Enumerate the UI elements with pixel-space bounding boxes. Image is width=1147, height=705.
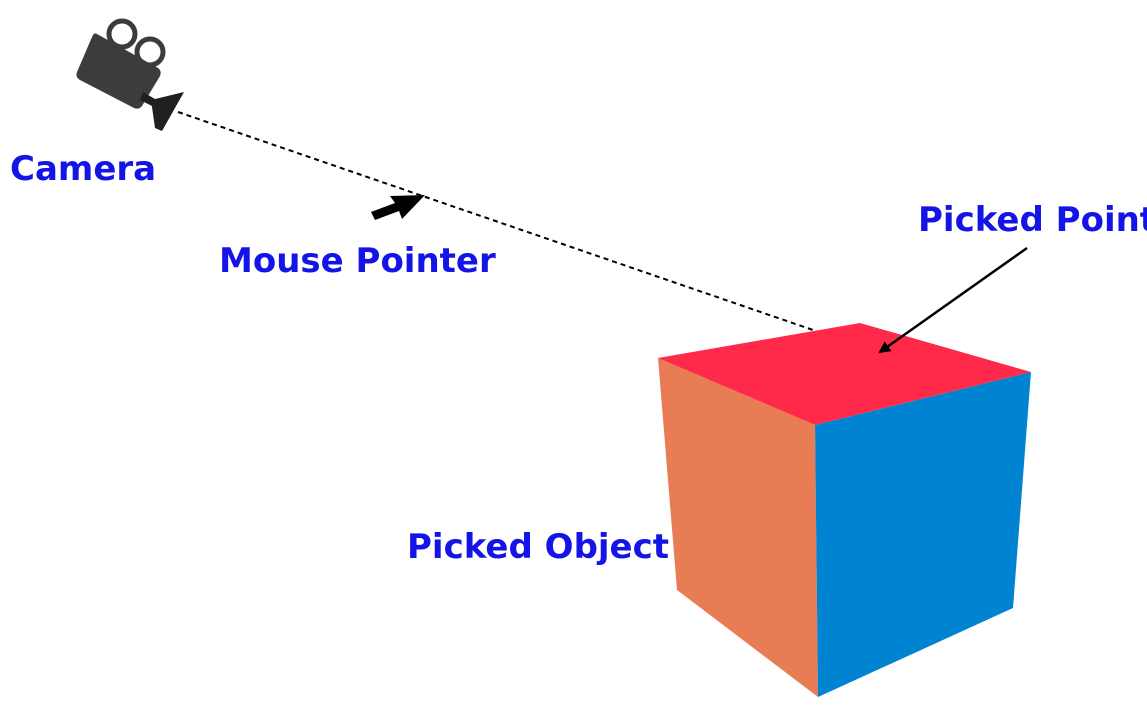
cube [658, 323, 1031, 697]
mouse-pointer-label: Mouse Pointer [219, 241, 496, 281]
pick-ray [177, 111, 881, 354]
picked-point-arrow [878, 246, 1028, 354]
cube-right-face [815, 372, 1031, 697]
movie-camera-icon [76, 18, 184, 131]
picked-object-label: Picked Object [407, 527, 670, 567]
camera-label: Camera [10, 149, 157, 189]
cube-top-face [658, 323, 1031, 425]
picked-point-label: Picked Point [918, 200, 1147, 240]
arrow-cursor-icon [371, 195, 425, 220]
cube-left-face [658, 358, 818, 697]
